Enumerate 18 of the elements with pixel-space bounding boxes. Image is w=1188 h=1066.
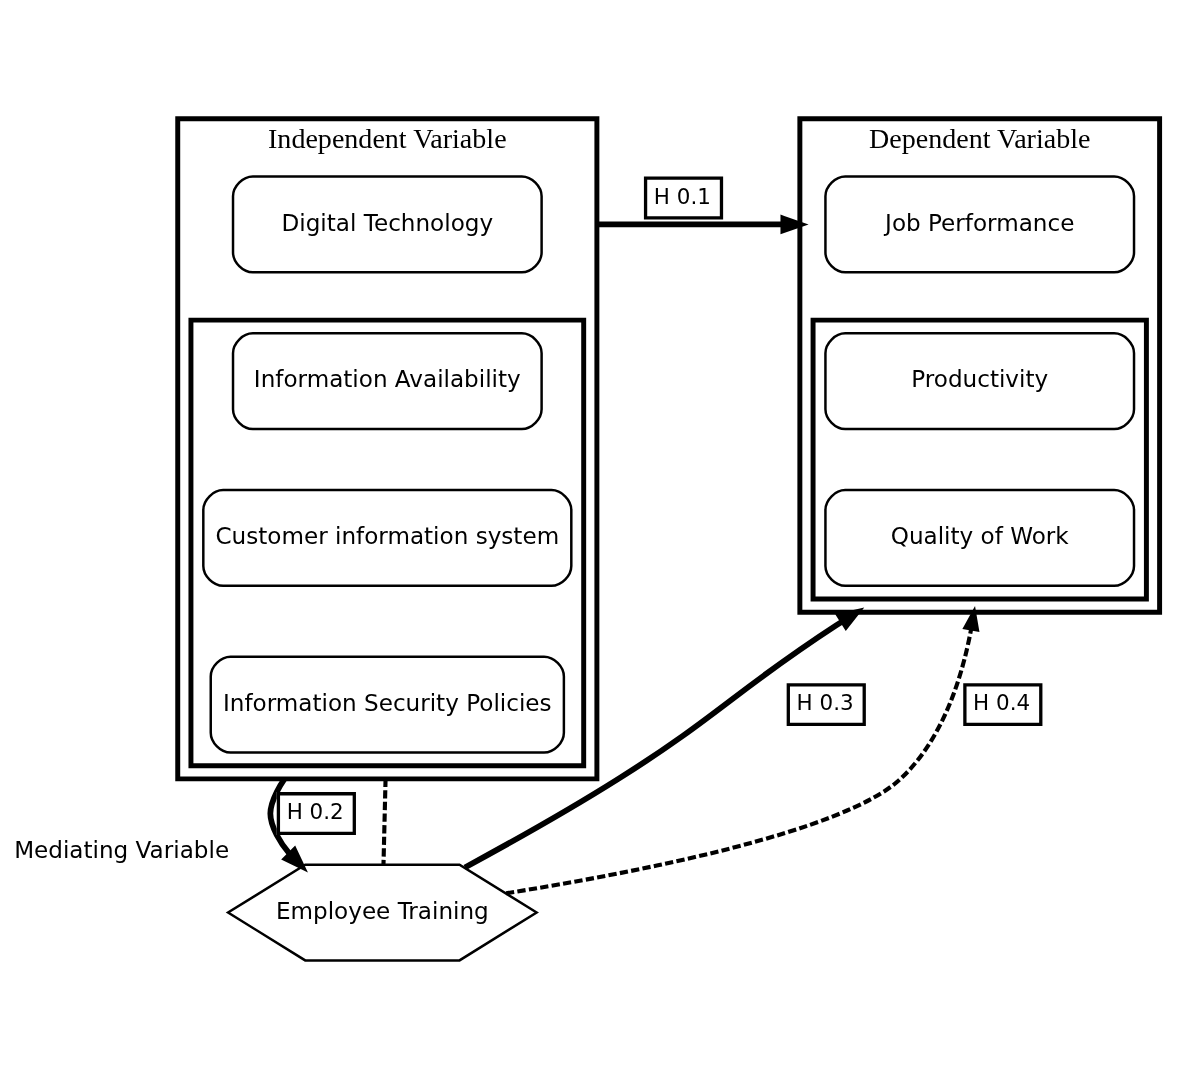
node-label: Mediating Variable [14,837,230,864]
node-box: Productivity [824,332,1136,431]
arrow [505,606,980,896]
cluster [188,317,587,769]
cluster [810,317,1149,602]
node-box: Digital Technology [231,175,543,274]
node-box: Information Security Policies [209,655,566,754]
node-box: Quality of Work [824,488,1136,588]
edge-label: H 0.4 [973,690,1031,716]
node-box: Information Availability [231,332,543,431]
arrow [463,607,865,870]
node-box: Job Performance [824,175,1136,274]
connector [381,778,388,865]
edge-label: H 0.2 [286,799,344,825]
node-box: Customer information system [202,488,573,588]
edge-label: H 0.1 [653,183,711,209]
edge-label: H 0.3 [796,690,854,716]
arrow [596,214,809,235]
